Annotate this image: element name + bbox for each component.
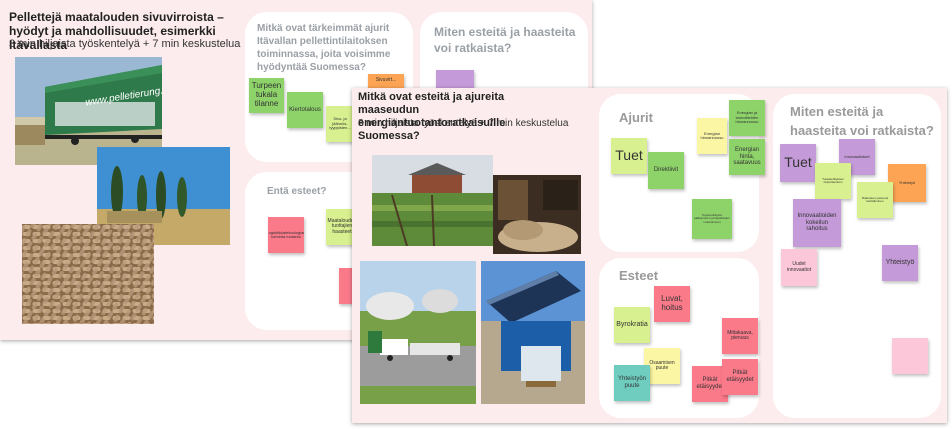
- sticky-note[interactable]: Rakenteen parempi kehittäminen: [857, 182, 893, 218]
- truck-image: [15, 57, 162, 165]
- panel-drivers-austria-title: Mitkä ovat tärkeimmät ajurit Itävallan p…: [257, 23, 391, 73]
- sticky-note[interactable]: Yhteistyö: [882, 245, 918, 281]
- sticky-note[interactable]: Pitkät etäisyydet: [722, 359, 758, 395]
- board-energy-production: Mitkä ovat esteitä ja ajureita maaseudun…: [352, 88, 947, 423]
- panel-solutions-b1-title: Miten esteitä ja haasteita voi ratkaista…: [434, 25, 576, 55]
- photo-pellets: [22, 224, 154, 324]
- sticky-note[interactable]: Kiertotalous: [287, 92, 323, 128]
- photo-biogas-truck: [360, 261, 476, 404]
- photo-solar-container: [481, 261, 585, 404]
- sticky-note[interactable]: Osaamisen puute: [644, 348, 680, 384]
- photo-wood-chips: [493, 175, 581, 254]
- panel-barriers-b1-title: Entä esteet?: [267, 186, 327, 197]
- panel-solutions-title: Miten esteitä ja haasteita voi ratkaista…: [790, 104, 934, 138]
- sticky-note[interactable]: Sivuvirt...: [368, 74, 404, 88]
- sticky-note[interactable]: Tuotekehityksen helpottaminen: [815, 163, 851, 199]
- sticky-note[interactable]: Energian hinta, saatavuus: [729, 139, 765, 175]
- sticky-note[interactable]: Turpeen tukala tilanne: [249, 78, 284, 113]
- sticky-note[interactable]: Tuet: [780, 144, 816, 182]
- sticky-note[interactable]: [339, 268, 353, 304]
- sticky-note[interactable]: Mittakaava, pienuus: [722, 318, 758, 354]
- board1-title: Pellettejä maatalouden sivuvirroista – h…: [9, 10, 224, 52]
- photo-pellet-truck: www.pelletierung...: [15, 57, 162, 165]
- sticky-note[interactable]: Yhteistyön puute: [614, 365, 650, 401]
- sticky-note[interactable]: Sivu- ja jäännös- tyyppisten...: [326, 106, 354, 142]
- photo-farm-garden: [372, 155, 493, 246]
- sticky-note[interactable]: [892, 338, 928, 374]
- sticky-note[interactable]: Energian hinnannousu: [697, 118, 727, 154]
- board1-subtitle: 3 min hiljaista työskentelyä + 7 min kes…: [9, 38, 241, 50]
- board2-subtitle: 3 min hiljaista työskentelyä + 7 min kes…: [358, 118, 569, 129]
- sticky-note[interactable]: Luvat, hoitus: [654, 286, 690, 322]
- sticky-note[interactable]: Energian ja lannoitteiden hinnannousu: [729, 100, 765, 136]
- sticky-note[interactable]: Byrokratia: [614, 307, 650, 343]
- sticky-note[interactable]: [436, 70, 474, 88]
- sticky-note[interactable]: Logistiikkateknologian toiminta tuotanto: [268, 217, 304, 253]
- sticky-note[interactable]: Yhteistyö: [888, 164, 926, 202]
- sticky-note[interactable]: Direktiivit: [648, 152, 684, 189]
- sticky-note[interactable]: Tuet: [611, 138, 647, 174]
- sticky-note[interactable]: Tuppeenkäytön päättyminen ja käytäntöjen…: [692, 199, 732, 239]
- panel-barriers-title: Esteet: [619, 268, 659, 283]
- sticky-note[interactable]: Innovaatioiden kokeilun rahoitus: [793, 199, 841, 247]
- panel-drivers-title: Ajurit: [619, 110, 653, 125]
- board2-title: Mitkä ovat esteitä ja ajureita maaseudun…: [358, 91, 506, 142]
- sticky-note[interactable]: Uudet innovaatiot: [781, 249, 817, 286]
